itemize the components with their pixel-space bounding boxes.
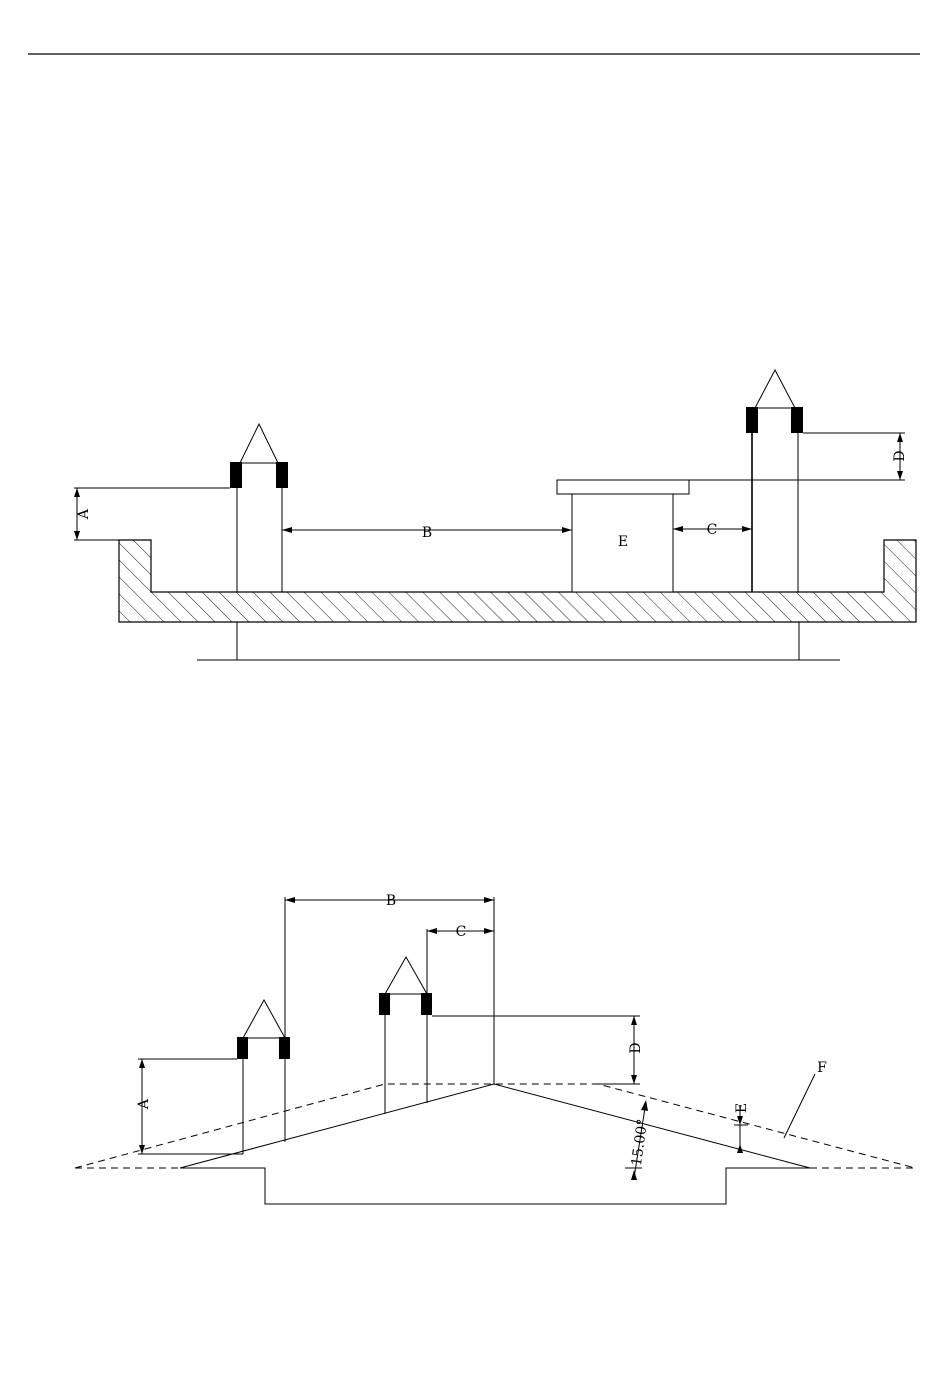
- bottom-label-c: C: [456, 924, 467, 940]
- bottom-dashed-outline: [75, 1084, 915, 1168]
- bottom-label-a: A: [136, 1098, 152, 1110]
- top-right-sensor: [746, 370, 803, 592]
- bottom-diagram: B C A D E F 15.00°: [75, 893, 915, 1204]
- bottom-slope-solid: [180, 1084, 810, 1168]
- top-label-c: C: [707, 522, 718, 538]
- bottom-label-e: E: [734, 1103, 750, 1113]
- bottom-leader-f: [784, 1074, 815, 1138]
- top-diagram: A B C D E: [74, 370, 916, 660]
- bottom-middle-sensor: [379, 957, 432, 1114]
- top-label-a: A: [76, 508, 92, 520]
- bottom-dim-d: [432, 1016, 640, 1084]
- top-label-b: B: [422, 525, 432, 541]
- bottom-label-f: F: [817, 1060, 827, 1076]
- bottom-label-d: D: [628, 1042, 644, 1053]
- bottom-base-profile: [180, 1168, 810, 1204]
- top-trough-hatched: [119, 540, 916, 622]
- bottom-label-b: B: [386, 893, 396, 909]
- bottom-dim-a: [138, 1059, 243, 1154]
- top-left-sensor: [230, 424, 288, 592]
- bottom-left-sensor: [237, 1000, 290, 1154]
- top-dim-a: [74, 488, 230, 540]
- top-label-e: E: [618, 534, 628, 550]
- top-label-d: D: [892, 450, 908, 461]
- bottom-label-angle: 15.00°: [629, 1118, 651, 1167]
- top-dim-d: [689, 433, 905, 480]
